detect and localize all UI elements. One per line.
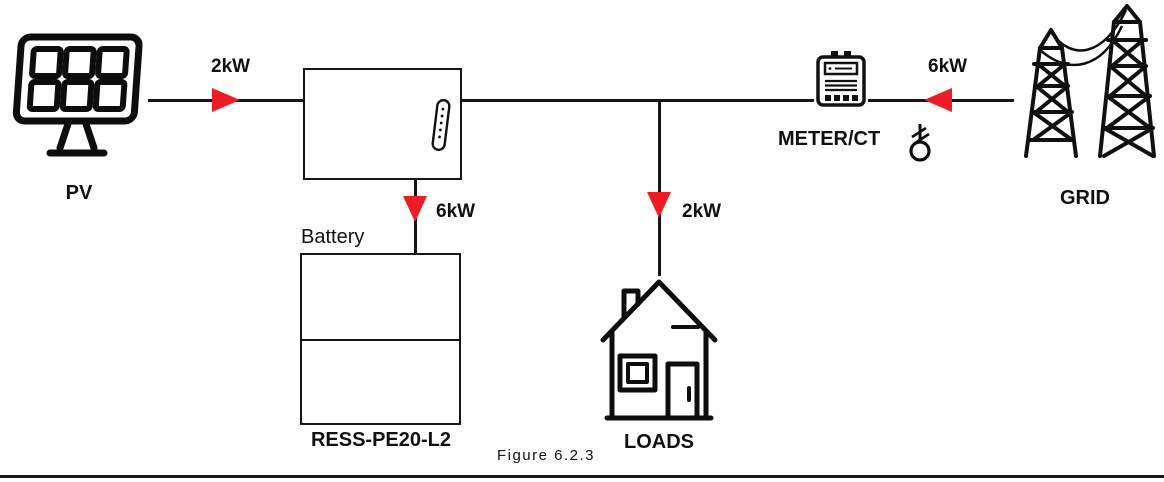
battery-label: Battery xyxy=(301,226,365,248)
ct-clamp-icon xyxy=(909,124,931,162)
arrow-right-icon xyxy=(212,88,240,112)
flow-label-battery: 6kW xyxy=(436,201,476,222)
flow-arrow-bus-to-loads xyxy=(647,192,671,218)
grid-label: GRID xyxy=(1060,187,1110,209)
solar-panel-icon xyxy=(12,33,143,157)
flow-label-grid: 6kW xyxy=(928,56,968,77)
footer-rule xyxy=(0,475,1164,478)
flow-arrow-grid-to-meter xyxy=(924,88,952,112)
inverter-port-icon xyxy=(431,98,451,152)
flow-arrow-inverter-to-battery xyxy=(403,196,427,222)
energy-meter-icon xyxy=(814,51,868,107)
house-icon xyxy=(600,279,718,421)
arrow-left-icon xyxy=(924,88,952,112)
arrow-down-icon xyxy=(647,192,671,218)
flow-arrow-pv-to-inverter xyxy=(212,88,240,112)
loads-label: LOADS xyxy=(624,431,694,453)
wire-inverter-to-meter xyxy=(461,99,814,102)
battery-model-label: RESS-PE20-L2 xyxy=(310,429,452,451)
battery-divider xyxy=(302,339,459,341)
flow-label-loads: 2kW xyxy=(682,201,722,222)
figure-caption: Figure 6.2.3 xyxy=(496,447,596,464)
arrow-down-icon xyxy=(403,196,427,222)
flow-label-pv: 2kW xyxy=(211,56,251,77)
pv-label: PV xyxy=(65,182,93,204)
wire-bus-to-loads xyxy=(658,100,661,276)
transmission-towers-icon xyxy=(1024,4,1156,158)
meter-label: METER/CT xyxy=(778,128,881,150)
battery-box xyxy=(300,253,461,425)
